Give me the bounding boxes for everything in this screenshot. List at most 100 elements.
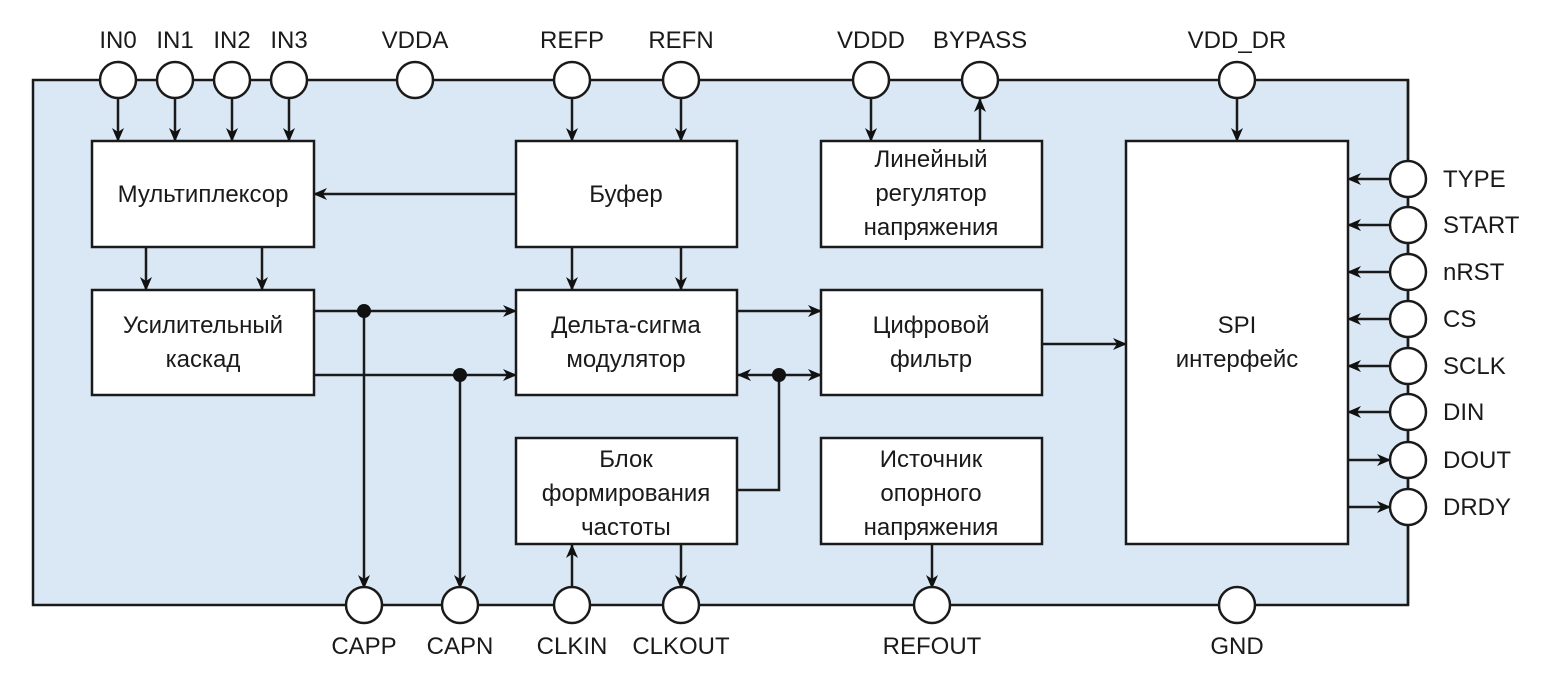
block-label: Источник	[880, 446, 983, 473]
pin-circle	[851, 60, 891, 100]
pin-label: IN1	[156, 27, 193, 54]
block-label: Дельта-сигма	[551, 312, 701, 339]
pin-in2: IN2	[212, 27, 252, 100]
pin-circle	[661, 60, 701, 100]
pin-circle	[1388, 440, 1428, 480]
pin-circle	[344, 585, 384, 625]
block-label: напряжения	[864, 214, 999, 241]
block-mux: Мультиплексор	[90, 139, 316, 249]
block-amplifier: Усилительный каскад	[90, 288, 316, 397]
pin-label: GND	[1210, 633, 1263, 660]
pin-vddd: VDDD	[837, 27, 905, 100]
pin-capp: CAPP	[331, 585, 397, 660]
pin-clkout: CLKOUT	[632, 585, 730, 660]
pin-label: nRST	[1443, 259, 1505, 286]
block-label: опорного	[880, 480, 981, 507]
pin-label: IN0	[99, 27, 136, 54]
pin-in3: IN3	[269, 27, 309, 100]
pin-circle	[1217, 60, 1257, 100]
pin-label: VDDA	[382, 27, 449, 54]
block-label: Усилительный	[123, 312, 283, 339]
pin-capn: CAPN	[427, 585, 494, 660]
block-label: частоты	[581, 514, 671, 541]
pin-start: START	[1388, 205, 1520, 245]
pin-label: CAPP	[331, 633, 396, 660]
pin-circle	[552, 60, 592, 100]
pin-label: START	[1443, 212, 1520, 239]
pin-in1: IN1	[155, 27, 195, 100]
pin-circle	[212, 60, 252, 100]
pin-circle	[552, 585, 592, 625]
pin-refn: REFN	[648, 27, 714, 100]
pin-circle	[1388, 487, 1428, 527]
pins-top: IN0 IN1 IN2 IN3 VDDA REFP REFN VDDD BYPASS VDD_DR	[98, 27, 1287, 100]
pin-label: CLKIN	[537, 633, 608, 660]
pin-circle	[661, 585, 701, 625]
block-label: Буфер	[589, 181, 662, 208]
block-label: Линейный	[874, 146, 987, 173]
pin-label: SCLK	[1443, 353, 1506, 380]
pin-circle	[1217, 585, 1257, 625]
wire-clock-bus	[737, 375, 781, 492]
pin-bypass: BYPASS	[933, 27, 1027, 100]
block-vref: Источник опорного напряжения	[819, 436, 1044, 546]
pin-label: CLKOUT	[632, 633, 730, 660]
pin-nrst: nRST	[1388, 252, 1505, 292]
pin-cs: CS	[1388, 299, 1476, 339]
pin-dout: DOUT	[1388, 440, 1511, 480]
pin-vdda: VDDA	[382, 27, 449, 100]
pin-circle	[395, 60, 435, 100]
block-label: каскад	[166, 346, 241, 373]
connections	[112, 80, 1410, 605]
block-digital-filter: Цифровой фильтр	[819, 288, 1044, 397]
pin-drdy: DRDY	[1388, 487, 1511, 527]
block-label: модулятор	[566, 346, 685, 373]
block-label: интерфейс	[1176, 346, 1299, 373]
pin-refout: REFOUT	[883, 585, 982, 660]
pin-circle	[912, 585, 952, 625]
pin-circle	[1388, 159, 1428, 199]
pin-label: DOUT	[1443, 447, 1511, 474]
junction-dot	[772, 368, 786, 382]
pin-circle	[960, 60, 1000, 100]
block-label: SPI	[1218, 312, 1257, 339]
block-ldo: Линейный регулятор напряжения	[819, 139, 1044, 249]
block-label: формирования	[542, 480, 711, 507]
pin-label: TYPE	[1443, 166, 1506, 193]
pin-sclk: SCLK	[1388, 346, 1506, 386]
pin-label: VDDD	[837, 27, 905, 54]
pin-circle	[98, 60, 138, 100]
block-spi: SPI интерфейс	[1124, 139, 1350, 546]
block-label: Блок	[599, 446, 653, 473]
pin-label: IN3	[270, 27, 307, 54]
pin-circle	[1388, 346, 1428, 386]
pin-label: REFN	[648, 27, 713, 54]
pin-clkin: CLKIN	[537, 585, 608, 660]
pin-label: BYPASS	[933, 27, 1027, 54]
junction-dot	[453, 368, 467, 382]
block-buffer: Буфер	[514, 139, 739, 249]
pin-circle	[1388, 392, 1428, 432]
junction-dot	[357, 304, 371, 318]
pin-type: TYPE	[1388, 159, 1506, 199]
pins-bottom: CAPP CAPN CLKIN CLKOUT REFOUT GND	[331, 585, 1264, 660]
pin-circle	[1388, 252, 1428, 292]
pin-refp: REFP	[540, 27, 604, 100]
pin-circle	[269, 60, 309, 100]
block-label: регулятор	[875, 180, 986, 207]
pin-in0: IN0	[98, 27, 138, 100]
pin-vdd_dr: VDD_DR	[1188, 27, 1287, 100]
pin-label: REFOUT	[883, 633, 982, 660]
block-label: напряжения	[864, 514, 999, 541]
pin-label: CAPN	[427, 633, 494, 660]
pin-label: VDD_DR	[1188, 27, 1287, 54]
block-label: Мультиплексор	[118, 181, 289, 208]
pin-label: DIN	[1443, 399, 1484, 426]
pin-circle	[1388, 299, 1428, 339]
block-modulator: Дельта-сигма модулятор	[514, 288, 739, 397]
pins-right: TYPE START nRST CS SCLK DIN DOUT DRDY	[1388, 159, 1520, 527]
pin-label: IN2	[213, 27, 250, 54]
pin-circle	[155, 60, 195, 100]
block-label: Цифровой	[873, 312, 990, 339]
